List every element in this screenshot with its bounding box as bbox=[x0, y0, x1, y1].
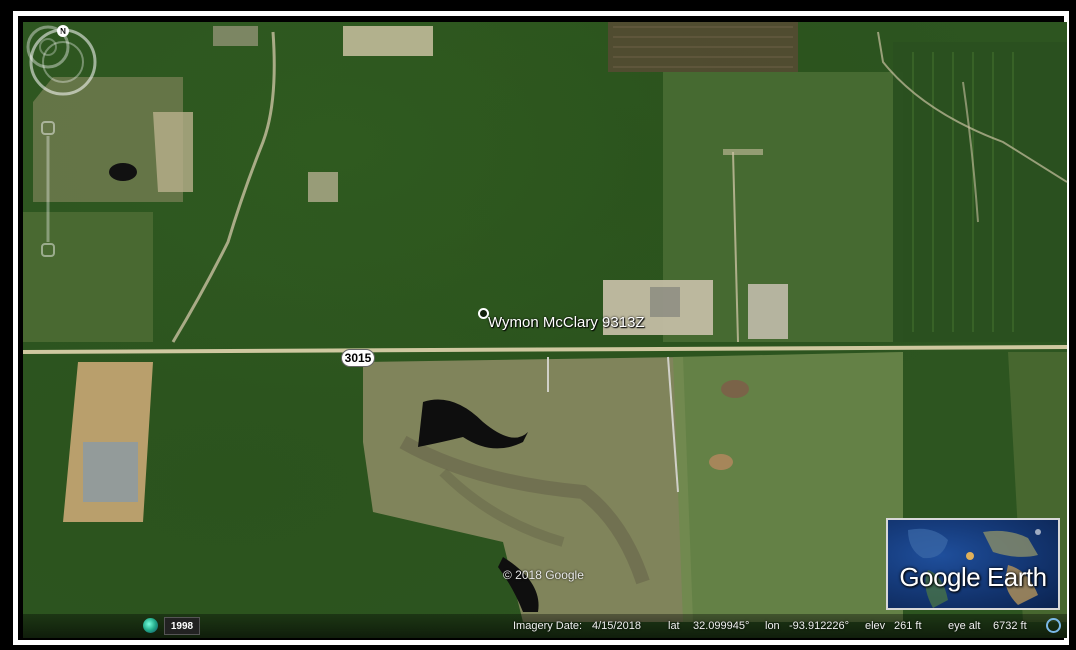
streaming-status-icon bbox=[1046, 618, 1061, 633]
lat-value: 32.099945° bbox=[693, 620, 750, 632]
lon-label: lon bbox=[765, 620, 780, 632]
navigation-controls[interactable] bbox=[23, 22, 73, 262]
small-pond bbox=[109, 163, 137, 181]
elev-label: elev bbox=[865, 620, 886, 632]
satellite-map-view[interactable]: Wymon McClary 9313Z 3015 © 2018 Google N… bbox=[23, 22, 1067, 638]
compass-north-label: N bbox=[60, 27, 66, 36]
compass-ring-icon[interactable]: N bbox=[23, 22, 103, 102]
pond-south bbox=[418, 399, 528, 449]
elev-value: 261 ft bbox=[894, 620, 922, 632]
map-copyright: © 2018 Google bbox=[503, 568, 584, 582]
imagery-date-label: Imagery Date: bbox=[513, 620, 583, 632]
google-earth-logo-text: Google Earth bbox=[899, 562, 1047, 592]
status-bar: 1998 Imagery Date: 4/15/2018 lat 32.0999… bbox=[23, 614, 1067, 638]
eye-alt-value: 6732 ft bbox=[993, 620, 1027, 632]
google-earth-logo: Google Earth bbox=[886, 518, 1060, 610]
historical-imagery-clock-icon[interactable] bbox=[143, 618, 158, 633]
historical-year-label[interactable]: 1998 bbox=[164, 617, 200, 635]
placemark-label[interactable]: Wymon McClary 9313Z bbox=[488, 314, 645, 331]
imagery-date-value: 4/15/2018 bbox=[592, 620, 641, 632]
road-shield: 3015 bbox=[341, 349, 375, 367]
lon-value: -93.912226° bbox=[789, 620, 850, 632]
zoom-out-icon bbox=[41, 243, 55, 257]
lat-label: lat bbox=[668, 620, 680, 632]
eye-alt-label: eye alt bbox=[948, 620, 981, 632]
zoom-in-icon bbox=[41, 121, 55, 135]
globe-map-icon bbox=[908, 528, 1041, 608]
placemark-icon[interactable] bbox=[478, 308, 489, 319]
look-joystick-icon bbox=[26, 25, 70, 69]
